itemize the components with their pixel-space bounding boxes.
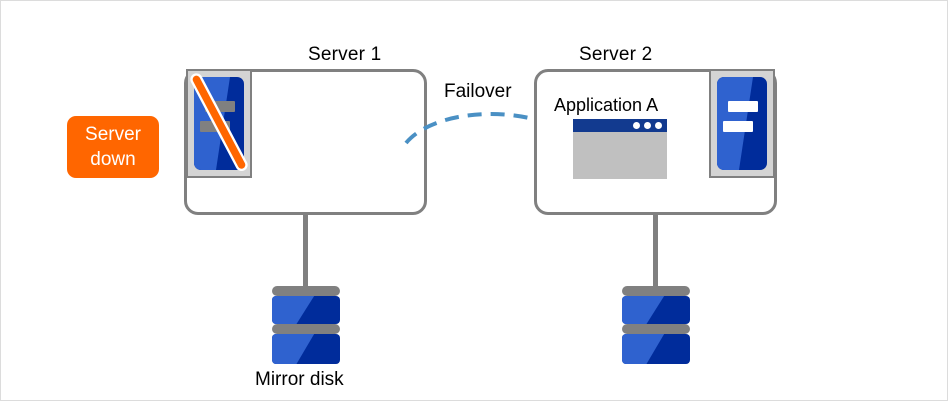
application-a-label: Application A — [554, 95, 659, 115]
mirror-disk-label: Mirror disk — [255, 369, 344, 390]
rack-bar-bottom — [723, 120, 753, 132]
application-window-titlebar — [573, 119, 667, 132]
rack-body — [194, 77, 244, 170]
disk-plate-top — [272, 286, 340, 296]
disk-segment-2 — [272, 334, 340, 364]
rack-bar-top — [205, 101, 235, 113]
window-dot-2 — [644, 122, 651, 129]
application-window-dots — [633, 122, 662, 129]
rack-bar-bottom — [200, 120, 230, 132]
server2-disk-connector — [653, 215, 658, 287]
window-dot-1 — [633, 122, 640, 129]
mirror-disk-left-icon — [272, 286, 340, 366]
server1-disk-connector — [303, 215, 308, 287]
server-rack-disabled-icon — [186, 69, 252, 178]
disk-segment-1 — [272, 296, 340, 324]
disk-plate-mid — [622, 324, 690, 334]
mirror-disk-right-icon — [622, 286, 690, 366]
disk-plate-mid — [272, 324, 340, 334]
server2-title: Server 2 — [579, 44, 653, 65]
disk-plate-top — [622, 286, 690, 296]
rack-bar-top — [728, 101, 758, 113]
server-rack-icon — [709, 69, 775, 178]
disk-segment-2 — [622, 334, 690, 364]
rack-body — [717, 77, 767, 170]
window-dot-3 — [655, 122, 662, 129]
failover-label: Failover — [444, 81, 512, 102]
disk-segment-1 — [622, 296, 690, 324]
application-window-icon — [573, 119, 667, 179]
server1-title: Server 1 — [308, 44, 382, 65]
